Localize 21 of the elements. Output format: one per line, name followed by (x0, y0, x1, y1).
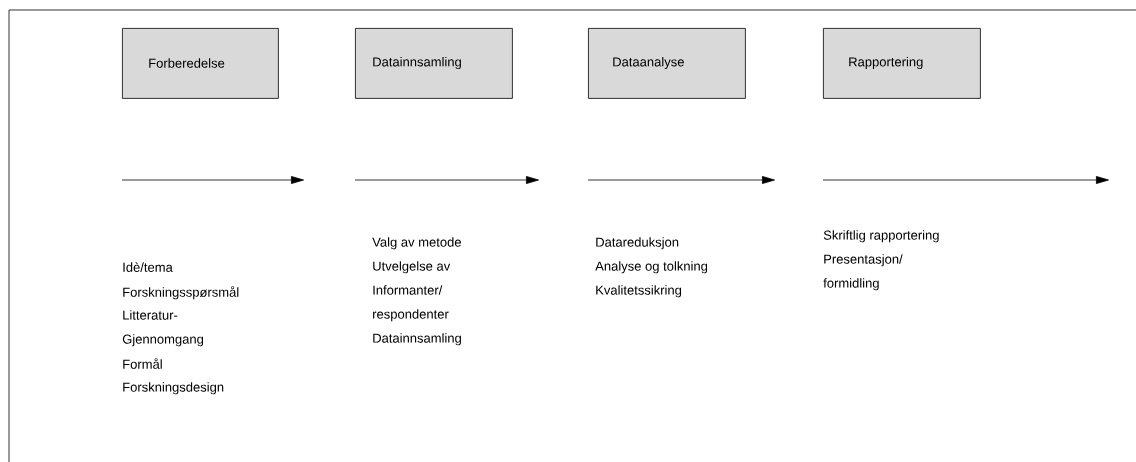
list-item: Presentasjon/ (824, 254, 903, 267)
list-item: Kvalitetssikring (596, 285, 682, 298)
list-item: Gjennomgang (122, 334, 204, 347)
list-item: respondenter (373, 309, 449, 322)
stage-box: Rapportering (823, 28, 981, 99)
list-item: Utvelgelse av (373, 261, 451, 274)
list-item: Litteratur- (123, 310, 178, 320)
list-item: Datareduksjon (596, 237, 679, 250)
list-item: Valg av metode (372, 237, 461, 250)
stage-box: Forberedelse (122, 28, 279, 99)
list-item: Forskningsdesign (123, 382, 224, 395)
list-item: Formål (123, 358, 162, 369)
stage-box: Dataanalyse (588, 28, 746, 99)
list-item: Idè/tema (123, 262, 173, 272)
list-item: Skriftlig rapportering (823, 230, 939, 243)
list-item: Datainnsamling (373, 333, 461, 346)
stage-box: Datainnsamling (355, 28, 513, 99)
list-item: Analyse og tolkning (595, 261, 708, 274)
list-item: formidling (823, 278, 879, 291)
list-item: Forskningsspørsmål (123, 286, 239, 300)
list-item: Informanter/ (373, 285, 443, 295)
